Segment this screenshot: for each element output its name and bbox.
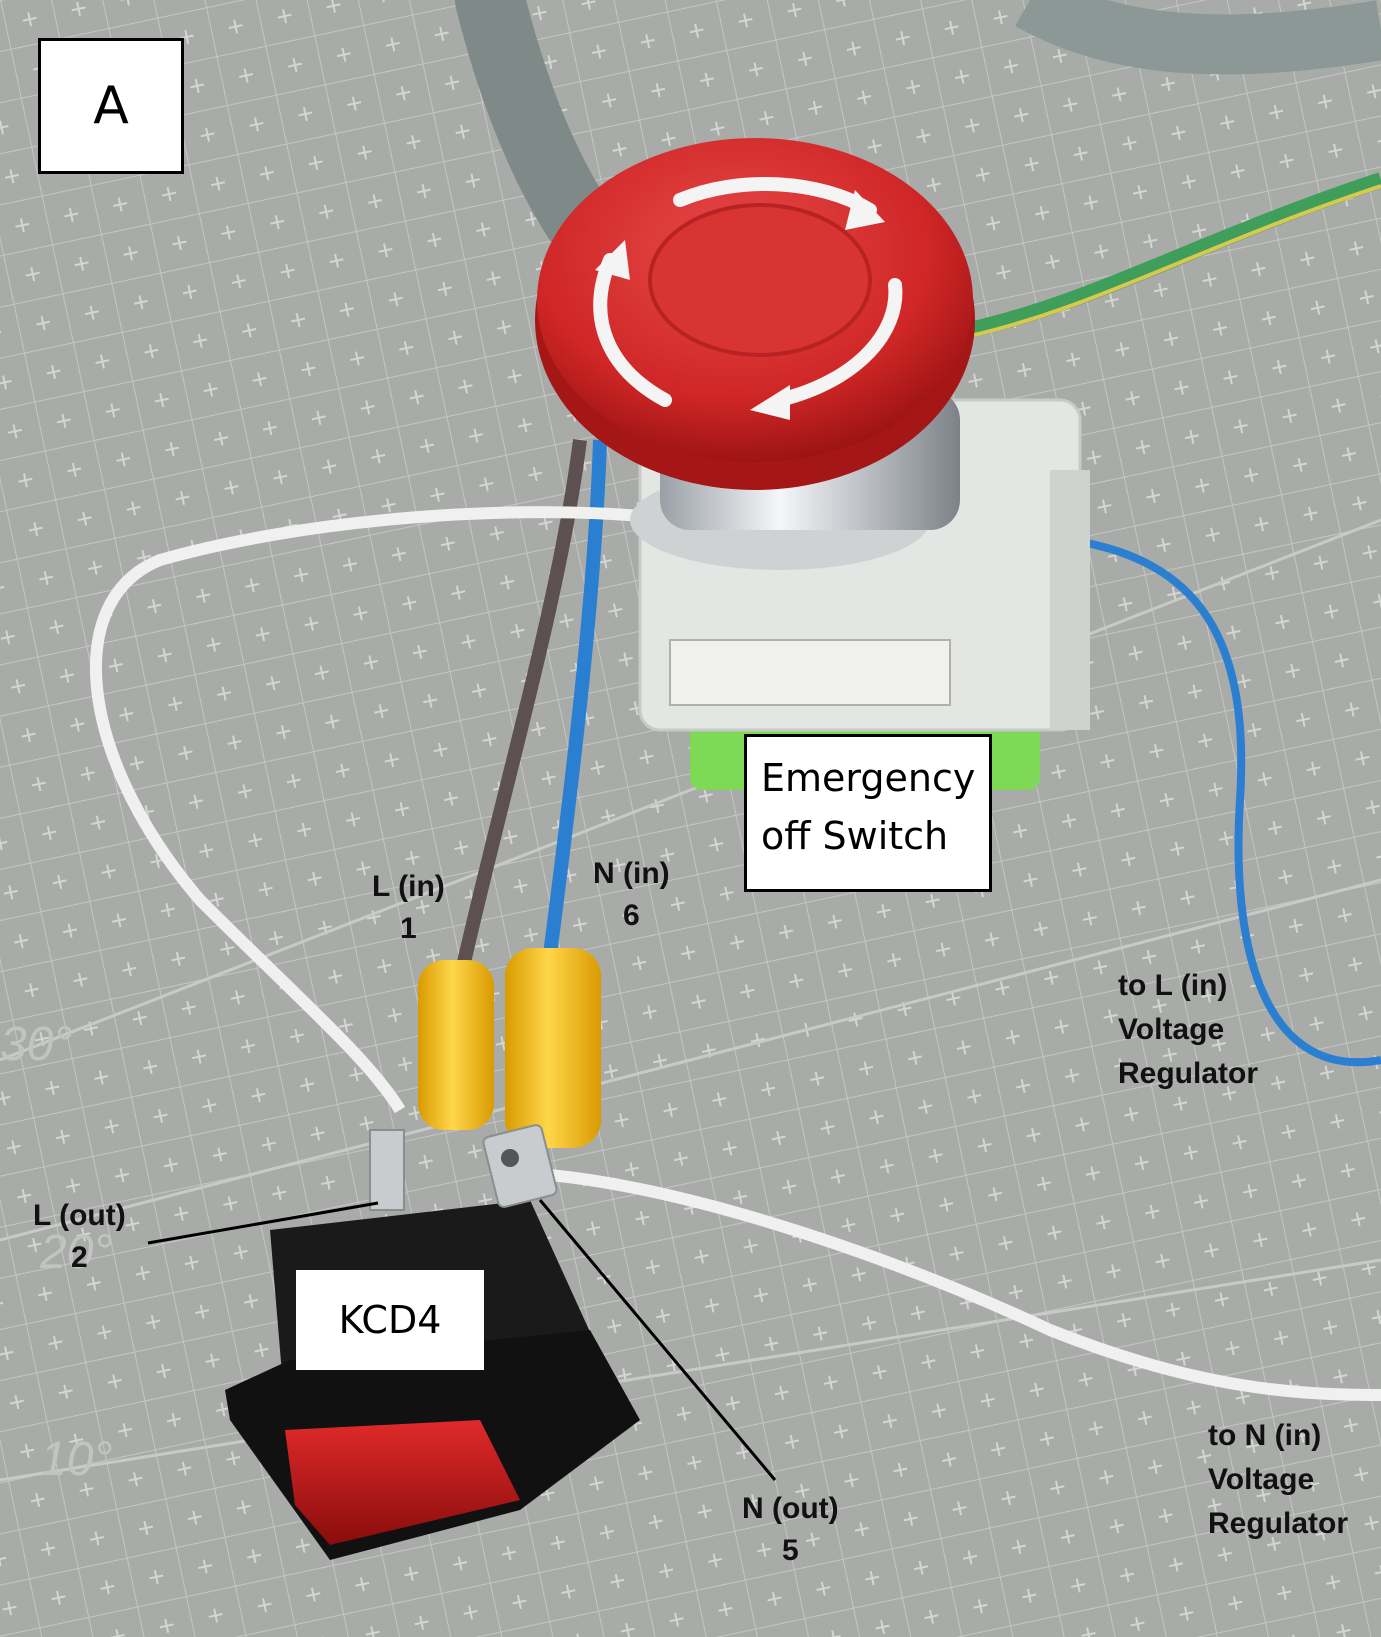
mat-angle-mark: 30° [0, 1018, 73, 1071]
white-wire-loop [90, 506, 681, 1114]
pin-number: 2 [71, 1241, 88, 1274]
pin-number: 6 [622, 899, 640, 932]
mat-angle-mark: 20° [39, 1226, 113, 1279]
pin-name: L (out) [33, 1199, 126, 1232]
rotate-arrow-icon [593, 253, 672, 407]
pin-number: 5 [781, 1534, 799, 1567]
kcd4-tab-n-out [482, 1124, 558, 1208]
pin-number: 1 [400, 912, 417, 945]
yellow-terminal-l-in [418, 960, 494, 1130]
pin-name: L (in) [372, 870, 445, 903]
note-line: Regulator [1208, 1507, 1349, 1540]
note-to-n-regulator: to N (in) Voltage Regulator [1208, 1414, 1348, 1546]
mat-diagonal-line [0, 518, 1381, 1062]
white-wire-to-regulator [549, 1169, 1381, 1401]
rotate-arrow-icon [750, 385, 790, 420]
note-line: Voltage [1118, 1013, 1225, 1046]
note-line: Voltage [1208, 1463, 1315, 1496]
green-wire [968, 172, 1381, 338]
rotate-arrow-icon [845, 190, 885, 230]
note-line: to L (in) [1118, 969, 1228, 1002]
pin-name: N (out) [742, 1492, 839, 1525]
kcd4-rocker [285, 1420, 520, 1545]
pin-name: N (in) [593, 857, 670, 890]
pin-label-l-out: L (out) 2 [33, 1195, 126, 1279]
rotate-arrow-icon [773, 278, 903, 407]
gray-cable [1015, 0, 1381, 75]
mat-diagonal-line [0, 1258, 1381, 1482]
leader-line-n-out [538, 1199, 777, 1481]
emergency-switch-label-line: Emergency [761, 756, 976, 800]
kcd4-tab-l-out [369, 1129, 405, 1211]
yellow-terminal-n-in [505, 948, 601, 1148]
mat-angle-mark: 10° [40, 1433, 113, 1486]
pin-label-n-in: N (in) 6 [593, 853, 670, 937]
rotate-arrow-icon [595, 240, 630, 280]
emergency-switch-label: Emergency off Switch [744, 734, 992, 892]
green-wire-stripe [969, 184, 1381, 338]
leader-line-l-out [147, 1201, 379, 1245]
panel-label: A [38, 38, 184, 174]
kcd4-tab-hole [501, 1149, 519, 1167]
mat-diagonal-line [0, 878, 1381, 1242]
emergency-button-center [648, 203, 872, 357]
blue-wire-to-regulator [1069, 536, 1381, 1066]
emergency-switch-terminal [1050, 470, 1090, 730]
note-line: to N (in) [1208, 1419, 1322, 1452]
kcd4-label: KCD4 [296, 1270, 484, 1370]
rotate-arrow-icon [673, 177, 877, 217]
pin-label-n-out: N (out) 5 [742, 1488, 839, 1572]
emergency-switch-label-line: off Switch [761, 814, 949, 858]
emergency-switch-rating-plate [669, 639, 951, 706]
note-to-l-regulator: to L (in) Voltage Regulator [1118, 964, 1258, 1096]
pin-label-l-in: L (in) 1 [372, 866, 445, 950]
note-line: Regulator [1118, 1057, 1259, 1090]
